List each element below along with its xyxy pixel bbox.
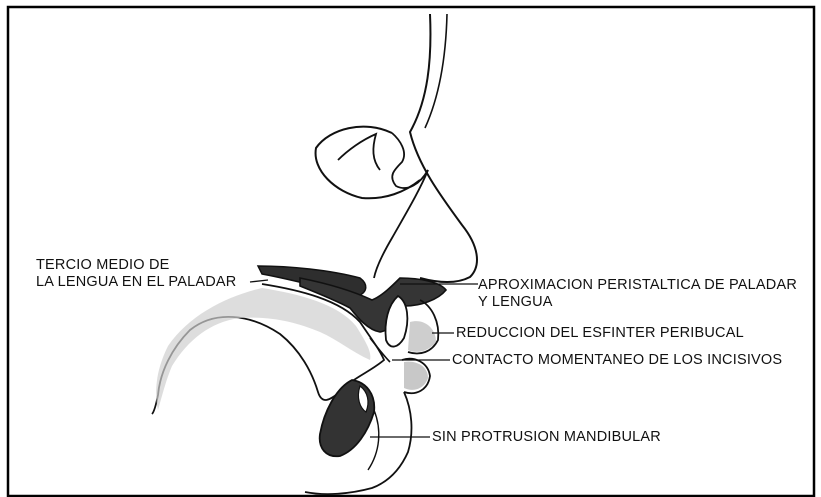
eye-socket	[392, 133, 428, 188]
leader-tongue-palate	[250, 280, 268, 282]
lower-lip-stipple	[404, 362, 428, 390]
label-incisors: CONTACTO MOMENTANEO DE LOS INCISIVOS	[452, 352, 782, 369]
nasal-contour	[374, 170, 428, 278]
lower-incisor	[320, 380, 375, 456]
label-sphincter: REDUCCION DEL ESFINTER PERIBUCAL	[456, 325, 744, 342]
label-peristaltic-line1: APROXIMACION PERISTALTICA DE PALADAR	[478, 277, 797, 294]
eye-lid	[338, 134, 380, 170]
label-tongue-palate-line2: LA LENGUA EN EL PALADAR	[36, 274, 236, 291]
label-peristaltic-line2: Y LENGUA	[478, 294, 553, 311]
label-mandible: SIN PROTRUSION MANDIBULAR	[432, 429, 661, 446]
label-tongue-palate-line1: TERCIO MEDIO DE	[36, 257, 170, 274]
